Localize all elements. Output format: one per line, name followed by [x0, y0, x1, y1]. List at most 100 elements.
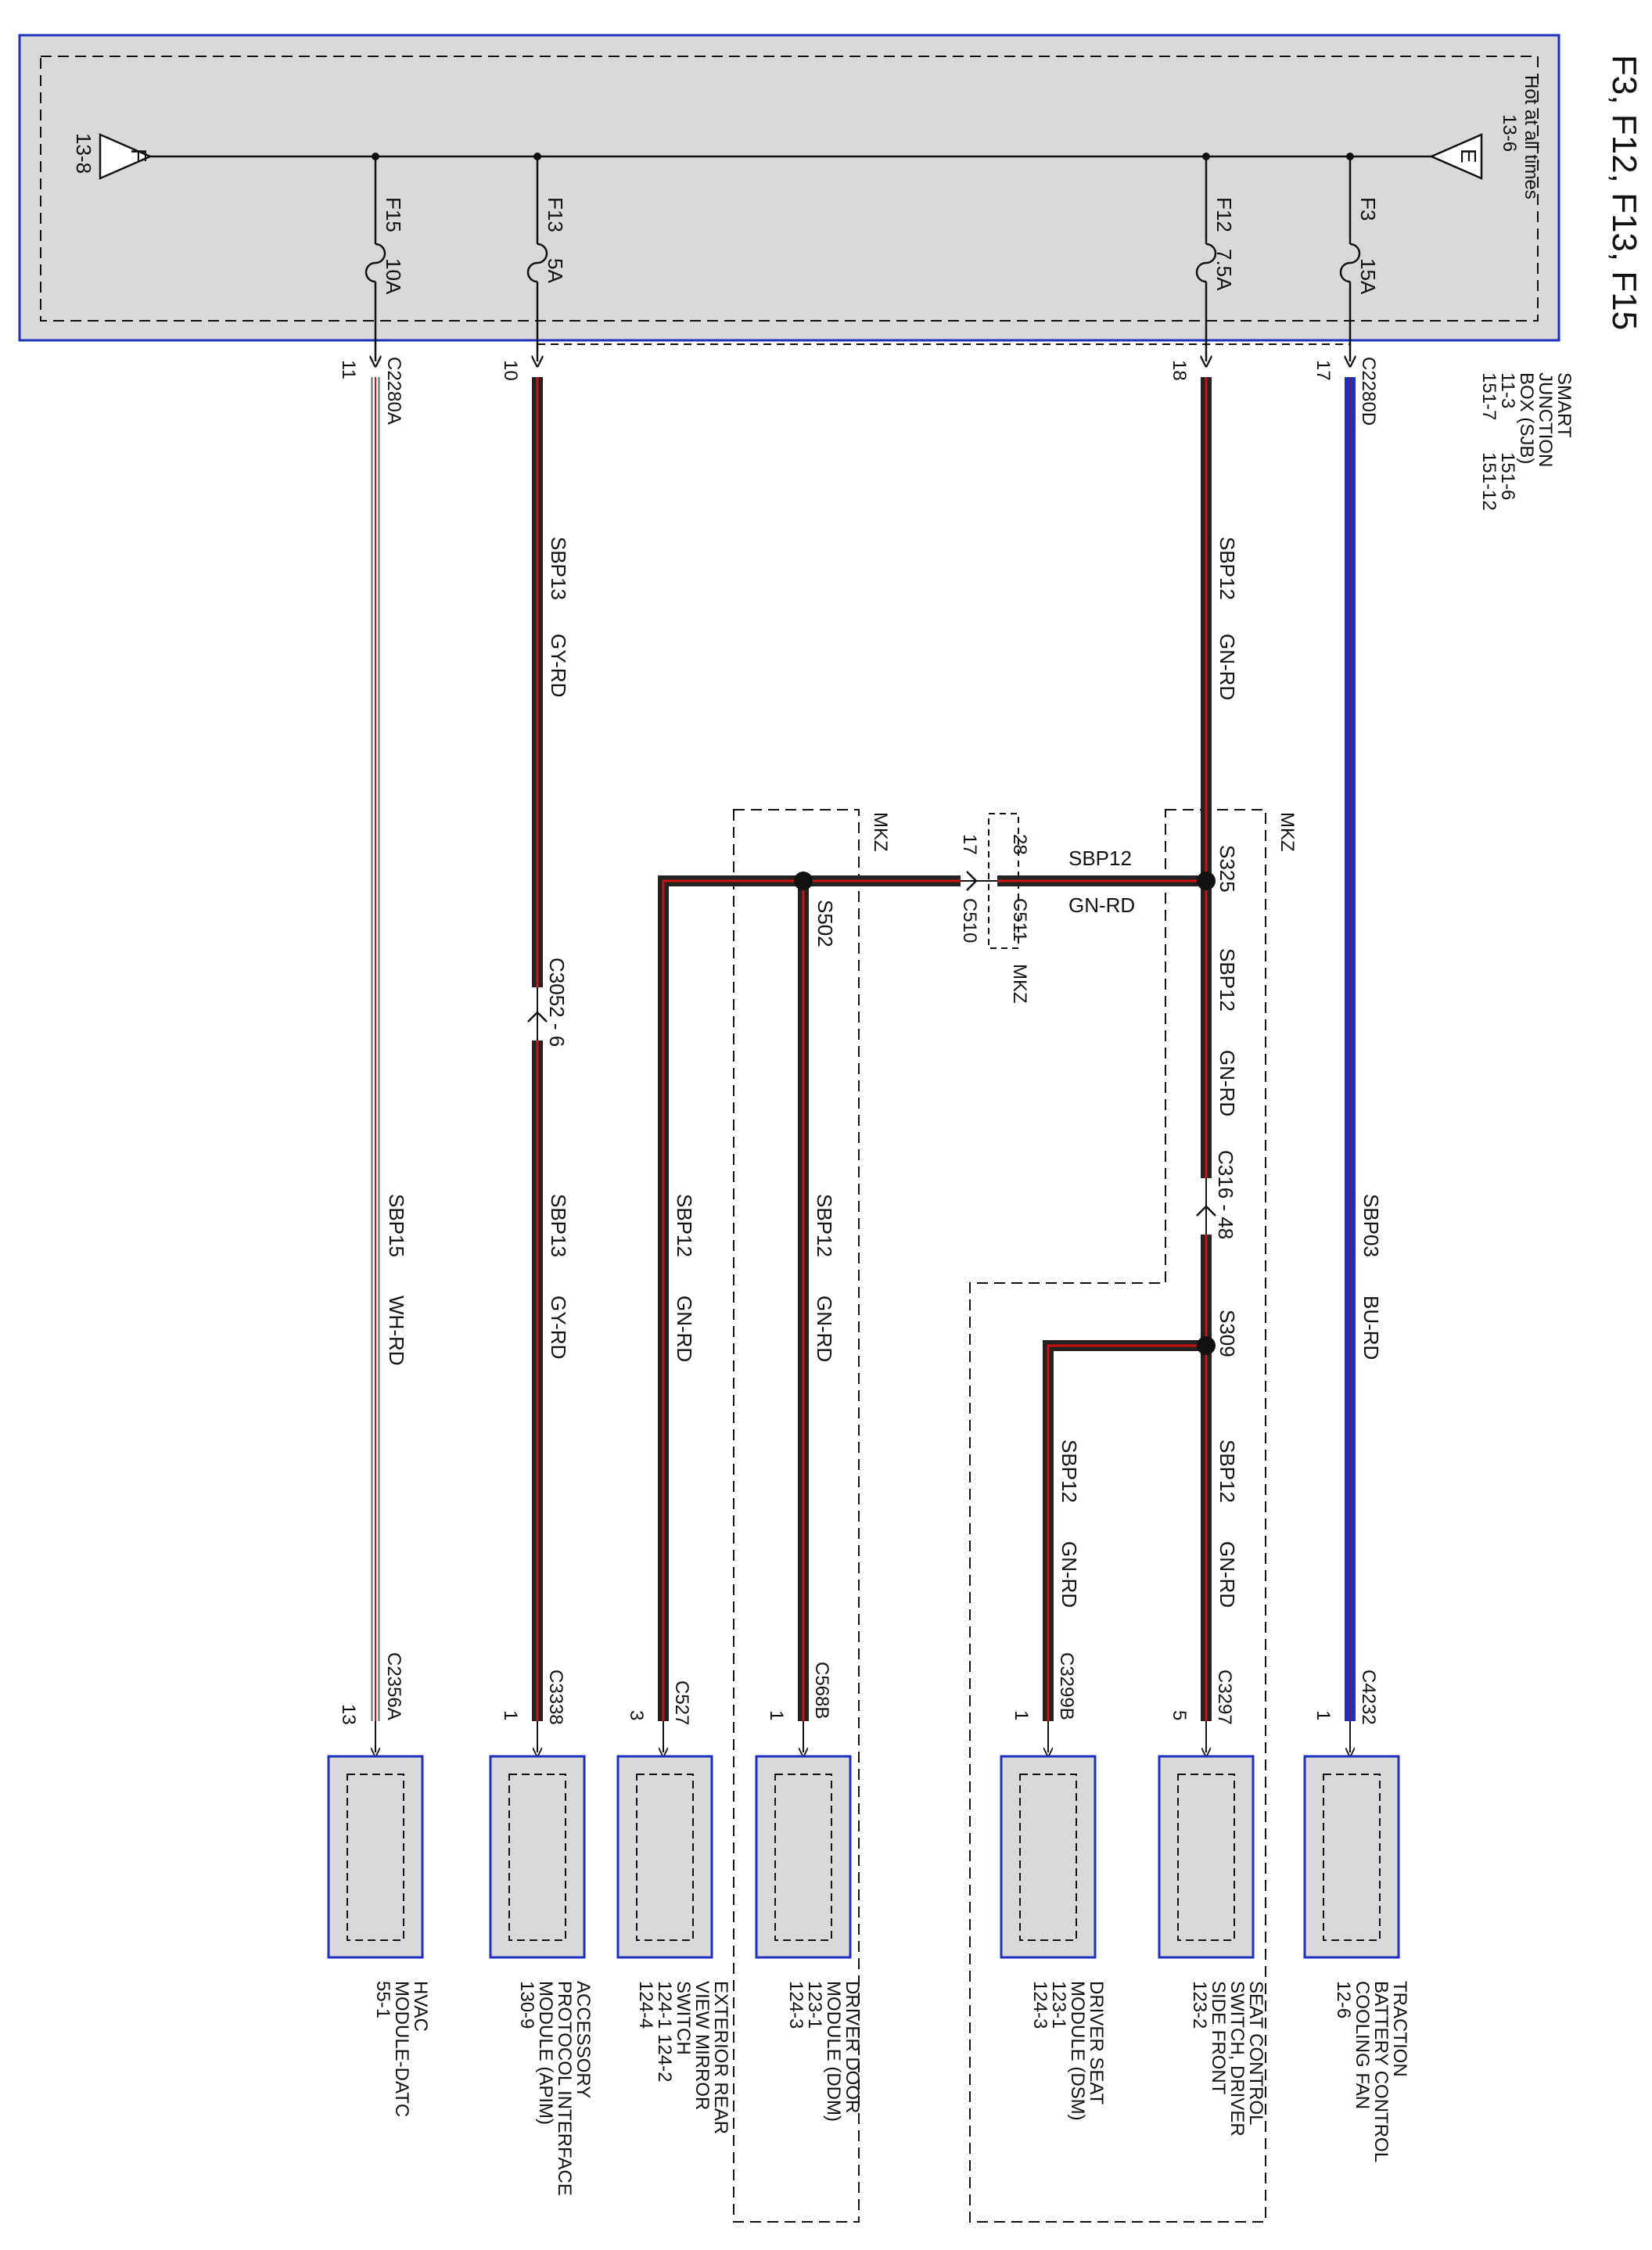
dsm-name-1: DRIVER SEAT: [1086, 1981, 1107, 2105]
fan-name-1: TRACTION: [1389, 1981, 1410, 2077]
splice-s502-label: S502: [813, 900, 837, 947]
sjb-label-line2: JUNCTION: [1535, 372, 1556, 467]
wire-sbp12-horizontal: [658, 875, 1206, 1721]
module-seat-switch: C3297 5 SEAT CONTROL SWITCH, DRIVER SIDE…: [1158, 1670, 1266, 2137]
sjb-ref-151-7: 151-7: [1478, 372, 1499, 420]
module-mirror-switch: C527 3 EXTERIOR REAR VIEW MIRROR SWITCH …: [616, 1680, 731, 2134]
mirror-name-1: EXTERIOR REAR: [710, 1981, 731, 2134]
sbp12-upper-color: GN-RD: [1216, 634, 1239, 700]
seat-name-2: SWITCH, DRIVER: [1226, 1981, 1248, 2137]
fuse-f12: F12 7.5A: [1195, 153, 1236, 361]
fuse-f15-name: F15: [382, 197, 405, 232]
c510-pin: 17: [959, 834, 980, 855]
sbp15-circuit: SBP15: [385, 1194, 408, 1257]
c511-outline: [988, 813, 1019, 949]
sjb-ref-151-12: 151-12: [1478, 452, 1499, 511]
fuse-f15: F15 10A: [365, 153, 405, 361]
module-apim: C3338 1 ACCESSORY PROTOCOL INTERFACE MOD…: [489, 1670, 594, 2196]
splice-s325: [1197, 872, 1216, 890]
sbp12-dsm-circuit: SBP12: [1058, 1439, 1081, 1503]
mkz-option-box-right: [969, 809, 1266, 2223]
terminal-f-icon: [99, 133, 153, 180]
c3052-label: C3052 - 6: [545, 958, 569, 1047]
fan-pin: 1: [1313, 1710, 1334, 1720]
sbp12-seat-circuit: SBP12: [1216, 1439, 1239, 1503]
splice-s309-label: S309: [1216, 1310, 1239, 1357]
apim-name-3: MODULE (APIM): [535, 1981, 556, 2125]
mirror-connector: C527: [671, 1680, 692, 1725]
hvac-connector: C2356A: [383, 1652, 404, 1720]
apim-name-1: ACCESSORY: [573, 1981, 594, 2098]
ddm-name-2: MODULE (DDM): [823, 1981, 844, 2122]
terminal-f-letter: F: [127, 149, 151, 162]
hvac-name-2: MODULE-DATC: [391, 1981, 412, 2117]
hot-ref-label: 13-6: [1499, 114, 1520, 152]
c511-option: MKZ: [1009, 964, 1030, 1004]
sjb-box: F 13-8 E Hot at all times 13-6 F15 10A F…: [18, 34, 1560, 361]
apim-connector: C3338: [545, 1670, 566, 1725]
diagram-title: F3, F12, F13, F15: [1605, 55, 1643, 330]
fuse-f3-amps: 15A: [1356, 258, 1380, 295]
c510-label: C510: [959, 898, 980, 943]
seat-name-3: SIDE FRONT: [1208, 1981, 1229, 2095]
dsm-connector: C3299B: [1056, 1652, 1077, 1720]
c511-label: C511: [1009, 898, 1030, 942]
sbp12-ddm-circuit: SBP12: [813, 1194, 836, 1257]
sbp13-lower-circuit: SBP13: [547, 1194, 570, 1257]
apim-pin: 1: [500, 1710, 521, 1720]
sbp12-horizontal-color: GN-RD: [1068, 893, 1135, 917]
sbp03-color: BU-RD: [1359, 1296, 1383, 1360]
fan-name-3: COOLING FAN: [1352, 1981, 1373, 2109]
sbp12-ddm-color: GN-RD: [813, 1296, 836, 1362]
terminal-f-ref: 13-8: [72, 133, 95, 174]
sjb-label-line1: SMART: [1553, 372, 1575, 438]
module-dsm: C3299B 1 DRIVER SEAT MODULE (DSM) 123-1 …: [1000, 1652, 1107, 2121]
mirror-name-4: 124-1 124-2: [654, 1981, 675, 2082]
c2280d-pin: 17: [1313, 360, 1334, 381]
connector-c316: C316 - 48: [1196, 1150, 1237, 1239]
apim-name-4: 130-9: [516, 1981, 537, 2029]
mkz-option-box-left: [733, 809, 860, 2223]
sbp13-upper-color: GY-RD: [547, 634, 570, 697]
fan-name-2: BATTERY CONTROL: [1370, 1981, 1392, 2162]
sbp12-dsm-color: GN-RD: [1058, 1541, 1081, 1608]
c316-label: C316 - 48: [1214, 1150, 1237, 1239]
apim-name-2: PROTOCOL INTERFACE: [554, 1981, 575, 2196]
fuse-f3: F3 15A: [1339, 153, 1380, 361]
ddm-connector: C568B: [811, 1662, 832, 1719]
mirror-pin: 3: [626, 1710, 647, 1720]
seat-name-4: 123-2: [1189, 1981, 1210, 2029]
splice-s325-label: S325: [1216, 845, 1239, 893]
f13-pin: 10: [500, 360, 521, 381]
hvac-pin: 13: [338, 1704, 359, 1725]
fuse-f13-name: F13: [544, 197, 567, 232]
wire-sbp12-main: [1043, 377, 1212, 1721]
wire-labels: SBP15 WH-RD SBP13 GY-RD SBP13 GY-RD SBP1…: [385, 537, 1383, 1608]
sjb-label-line3: BOX (SJB): [1516, 372, 1537, 464]
mirror-name-3: SWITCH: [673, 1981, 694, 2055]
fuse-f13: F13 5A: [526, 153, 567, 361]
sjb-ref-151-6: 151-6: [1497, 452, 1518, 500]
seat-connector: C3297: [1214, 1670, 1235, 1725]
seat-pin: 5: [1169, 1710, 1190, 1720]
splice-s502: [794, 872, 813, 890]
sbp12-seat-color: GN-RD: [1216, 1541, 1239, 1608]
hvac-name-1: HVAC: [410, 1981, 431, 2032]
module-ddm: C568B 1 DRIVER DOOR MODULE (DDM) 123-1 1…: [755, 1662, 863, 2122]
sbp13-upper-circuit: SBP13: [547, 537, 570, 600]
module-cooling-fan: C4232 1 TRACTION BATTERY CONTROL COOLING…: [1303, 1670, 1410, 2162]
hvac-name-3: 55-1: [372, 1981, 393, 2018]
dsm-name-3: 123-1: [1048, 1981, 1069, 2029]
splice-s309: [1197, 1336, 1216, 1355]
sbp15-color: WH-RD: [385, 1296, 408, 1366]
fuse-f3-name: F3: [1356, 197, 1380, 221]
terminal-e-icon: [1428, 133, 1483, 180]
sjb-ref-11-3: 11-3: [1497, 372, 1518, 408]
sbp12-upper-circuit: SBP12: [1216, 537, 1239, 600]
connector-c510-c511: 17 C510 28 C511 MKZ: [959, 834, 1030, 1004]
fuse-f15-amps: 10A: [382, 258, 405, 295]
ddm-name-4: 124-3: [785, 1981, 806, 2029]
mkz-label-left: MKZ: [870, 812, 891, 852]
sbp12-mirror-color: GN-RD: [673, 1296, 696, 1362]
